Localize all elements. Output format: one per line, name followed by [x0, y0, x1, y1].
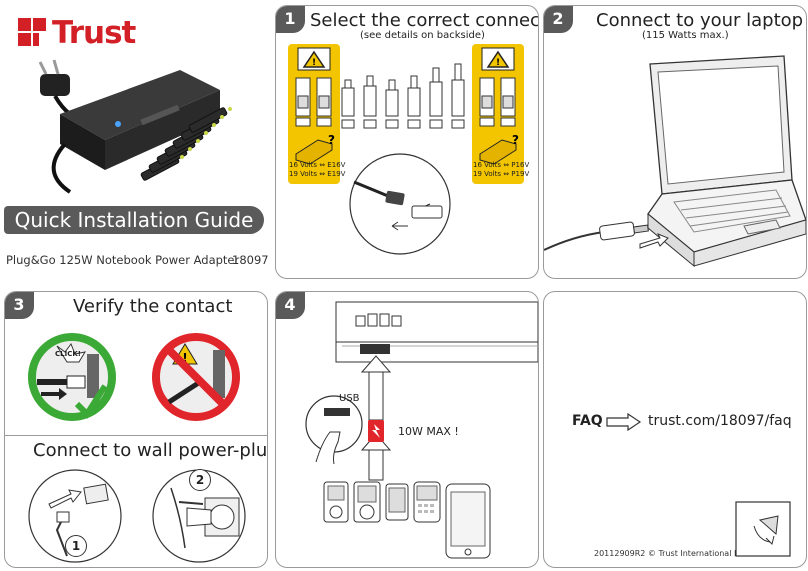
step-1-panel: 1 Select the correct connector (see deta…: [275, 5, 539, 279]
click-label: CLICK!: [55, 350, 81, 358]
connector-card-right: ! ?: [472, 44, 524, 184]
copyright-text: 20112909R2 © Trust International B.V.: [594, 549, 749, 558]
step-3-title: Verify the contact: [73, 296, 233, 317]
contact-ok-icon: [28, 333, 116, 421]
warning-icon: ! ?: [479, 47, 519, 165]
voltage-legend-left: 16 Volts ⇔ E16V 19 Volts ⇔ E19V: [289, 161, 346, 178]
svg-text:!: !: [182, 351, 187, 365]
arrow-right-icon: [606, 413, 642, 431]
laptop-illustration: [544, 55, 806, 268]
faq-label: FAQ: [572, 413, 603, 429]
step-1-badge: 1: [276, 6, 305, 33]
step-2-panel: 2 Connect to your laptop (115 Watts max.…: [543, 5, 807, 279]
step-4-panel: 4 USB: [275, 291, 539, 568]
step-4-badge: 4: [276, 292, 305, 319]
connector-detail-circle: [349, 153, 451, 255]
wall-step-1-illustration: [28, 469, 122, 563]
step-2-subtitle: (115 Watts max.): [642, 30, 729, 41]
usb-charging-illustration: [305, 301, 538, 559]
step-1-subtitle: (see details on backside): [360, 30, 485, 41]
product-name: Plug&Go 125W Notebook Power Adapter: [6, 253, 240, 267]
connector-tips-row: [341, 63, 465, 129]
usb-max-label: 10W MAX !: [398, 425, 459, 438]
step-3-panel: 3 Verify the contact CLICK! ! Connect to…: [4, 291, 268, 568]
step-2-title: Connect to your laptop: [596, 10, 804, 31]
sub-step-2-badge: 2: [189, 469, 211, 491]
panel-3-divider: [5, 435, 267, 436]
connector-card-left: ! ?: [288, 44, 340, 184]
svg-text:?: ?: [512, 133, 519, 147]
usb-label: USB: [339, 393, 360, 404]
svg-text:!: !: [312, 58, 316, 68]
product-code: 18097: [232, 253, 269, 267]
trust-logo-icon: [18, 18, 46, 46]
sub-step-1-badge: 1: [65, 535, 87, 557]
step-3-badge: 3: [5, 292, 34, 319]
wall-step-title: Connect to wall power-plug: [33, 440, 268, 461]
step-1-title: Select the correct connector: [310, 10, 539, 31]
svg-text:?: ?: [328, 133, 335, 147]
power-adapter-illustration: [38, 59, 232, 194]
wall-step-2-illustration: [152, 469, 246, 563]
voltage-legend-right: 16 Volts ⇔ P16V 19 Volts ⇔ P19V: [473, 161, 530, 178]
contact-wrong-icon: !: [152, 333, 240, 421]
page-turn-icon: [735, 501, 791, 557]
svg-text:!: !: [496, 58, 500, 68]
warning-icon: ! ?: [295, 47, 335, 165]
logo-text: Trust: [52, 15, 136, 51]
faq-url-link[interactable]: trust.com/18097/faq: [648, 413, 792, 429]
trust-logo: Trust: [18, 15, 136, 51]
step-2-badge: 2: [544, 6, 573, 33]
guide-title: Quick Installation Guide: [4, 206, 264, 234]
